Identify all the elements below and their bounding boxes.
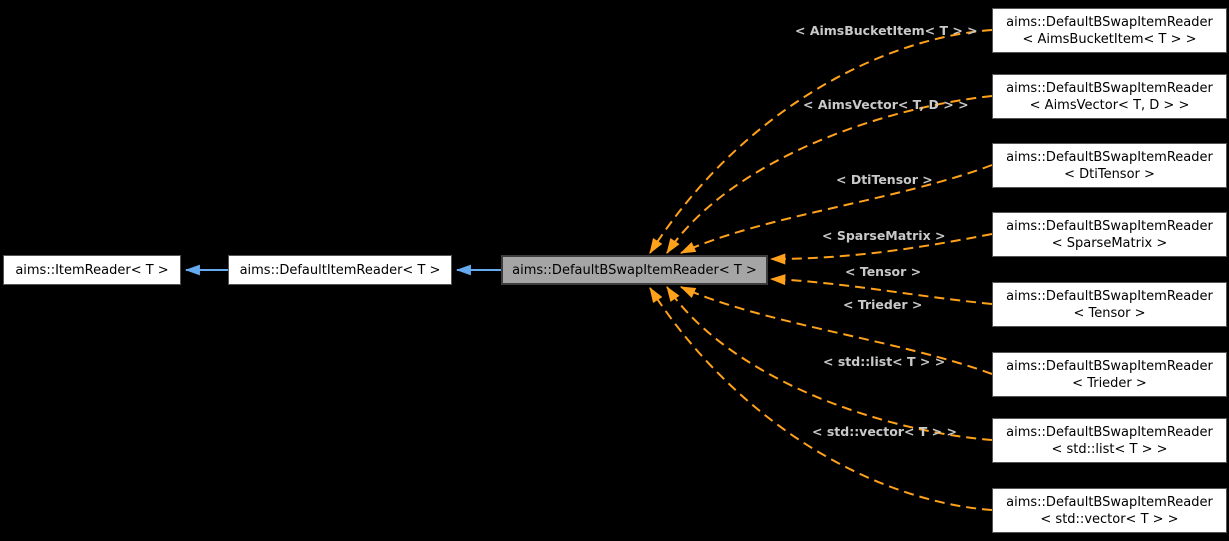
edge-stdvector: [649, 287, 993, 511]
edge-label-aimsvector: < AimsVector< T, D > >: [803, 97, 969, 112]
node-spec-dtitensor[interactable]: aims::DefaultBSwapItemReader < DtiTensor…: [992, 143, 1227, 188]
edge-label-stdlist: < std::list< T > >: [823, 354, 946, 369]
edge-label-trieder: < Trieder >: [843, 297, 923, 312]
node-spec-aimsvector[interactable]: aims::DefaultBSwapItemReader < AimsVecto…: [992, 74, 1227, 119]
edge-aimsbucketitem: [649, 29, 993, 254]
node-label-line1: aims::DefaultBSwapItemReader: [1006, 494, 1213, 510]
node-label-line2: < DtiTensor >: [1064, 166, 1155, 182]
node-label-line1: aims::DefaultBSwapItemReader: [1006, 14, 1213, 30]
edge-tensor: [769, 274, 993, 305]
node-label-line1: aims::DefaultBSwapItemReader: [1006, 358, 1213, 374]
node-label-line2: < AimsBucketItem< T > >: [1022, 31, 1197, 47]
node-label-line1: aims::DefaultBSwapItemReader: [1006, 149, 1213, 165]
edge-sparsematrix: [769, 233, 993, 265]
edge-label-sparsematrix: < SparseMatrix >: [822, 228, 946, 243]
edge-dtitensor: [680, 164, 993, 254]
node-label-line1: aims::DefaultBSwapItemReader: [1006, 218, 1213, 234]
edge-aimsvector: [666, 95, 993, 254]
node-spec-aimsbucketitem[interactable]: aims::DefaultBSwapItemReader < AimsBucke…: [992, 8, 1227, 53]
node-spec-stdlist[interactable]: aims::DefaultBSwapItemReader < std::list…: [992, 418, 1227, 463]
edge-trieder: [679, 286, 993, 375]
node-label-line2: < std::list< T > >: [1051, 441, 1168, 457]
edge-label-aimsbucketitem: < AimsBucketItem< T > >: [795, 23, 978, 38]
node-spec-trieder[interactable]: aims::DefaultBSwapItemReader < Trieder >: [992, 352, 1227, 397]
node-label-line2: < Tensor >: [1073, 305, 1146, 321]
node-label-line2: < std::vector< T > >: [1040, 511, 1179, 527]
node-label-line2: < AimsVector< T, D > >: [1029, 97, 1190, 113]
node-label-line2: < SparseMatrix >: [1051, 235, 1168, 251]
edge-stdlist: [666, 286, 993, 441]
node-label-line1: aims::DefaultBSwapItemReader: [1006, 80, 1213, 96]
template-instantiation-edges: [649, 29, 993, 511]
node-spec-tensor[interactable]: aims::DefaultBSwapItemReader < Tensor >: [992, 282, 1227, 327]
node-label-line2: < Trieder >: [1072, 375, 1147, 391]
edge-label-dtitensor: < DtiTensor >: [836, 172, 933, 187]
node-label-line1: aims::DefaultBSwapItemReader: [1006, 424, 1213, 440]
node-spec-stdvector[interactable]: aims::DefaultBSwapItemReader < std::vect…: [992, 488, 1227, 533]
node-spec-sparsematrix[interactable]: aims::DefaultBSwapItemReader < SparseMat…: [992, 212, 1227, 257]
edge-label-stdvector: < std::vector< T > >: [812, 424, 957, 439]
node-label-line1: aims::DefaultBSwapItemReader: [1006, 288, 1213, 304]
node-aims-defaultitemreader[interactable]: aims::DefaultItemReader< T >: [228, 255, 452, 285]
node-aims-defaultbswapitemreader-current: aims::DefaultBSwapItemReader< T >: [501, 255, 768, 285]
edge-label-tensor: < Tensor >: [845, 264, 922, 279]
node-aims-itemreader[interactable]: aims::ItemReader< T >: [3, 255, 181, 285]
